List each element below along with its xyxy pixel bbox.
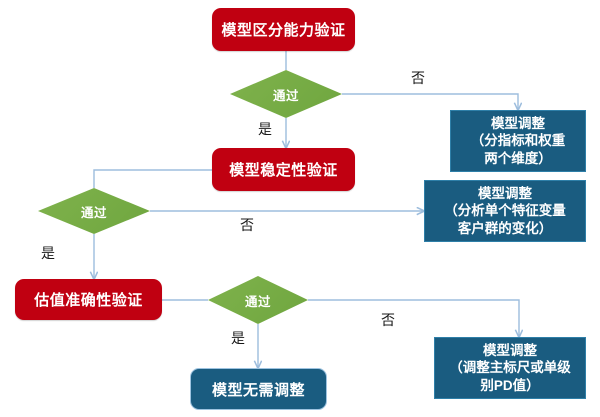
node-label-line3: 别PD值）: [480, 377, 540, 393]
node-label: 通过: [244, 294, 271, 309]
node-label: 模型稳定性验证: [229, 162, 338, 179]
edge-label-no-3: 否: [381, 312, 395, 328]
node-label: 通过: [80, 205, 107, 220]
node-label-line3: 客户群的变化）: [457, 220, 553, 236]
node-label-line1: 模型调整: [478, 186, 532, 202]
node-label-line1: 模型调整: [483, 343, 537, 359]
terminal-no-adjustment-needed[interactable]: 模型无需调整: [190, 368, 327, 410]
edge-label-no-2: 否: [240, 217, 254, 233]
process-model-stability-validation[interactable]: 模型稳定性验证: [212, 148, 355, 191]
edge-d3-a3-no: [308, 299, 519, 337]
node-label: 通过: [272, 88, 299, 103]
node-label-line2: （调整主标尺或单级: [449, 360, 571, 376]
process-valuation-accuracy-validation[interactable]: 估值准确性验证: [15, 279, 162, 320]
node-label-line2: （分析单个特征变量: [444, 203, 566, 219]
node-label-line1: 模型调整: [491, 116, 545, 132]
edge-label-yes-3: 是: [231, 330, 245, 346]
action-model-adjustment-master-scale-pd[interactable]: 模型调整 （调整主标尺或单级 别PD值）: [434, 337, 586, 399]
edge-label-yes-1: 是: [258, 121, 272, 137]
edge-d1-a1-no: [342, 93, 518, 110]
edge-p2-d2: [93, 169, 212, 188]
action-model-adjustment-indicators-weights[interactable]: 模型调整 （分指标和权重 两个维度）: [450, 110, 586, 172]
node-label-line3: 两个维度）: [484, 150, 552, 166]
action-model-adjustment-feature-variable[interactable]: 模型调整 （分析单个特征变量 客户群的变化）: [424, 180, 586, 242]
node-label: 模型区分能力验证: [221, 22, 346, 39]
node-label: 估值准确性验证: [34, 292, 143, 309]
node-label: 模型无需调整: [211, 381, 305, 399]
process-model-discrimination-validation[interactable]: 模型区分能力验证: [212, 8, 355, 51]
edge-label-no-1: 否: [411, 70, 425, 86]
node-label-line2: （分指标和权重: [470, 133, 566, 149]
edge-label-yes-2: 是: [41, 245, 55, 261]
